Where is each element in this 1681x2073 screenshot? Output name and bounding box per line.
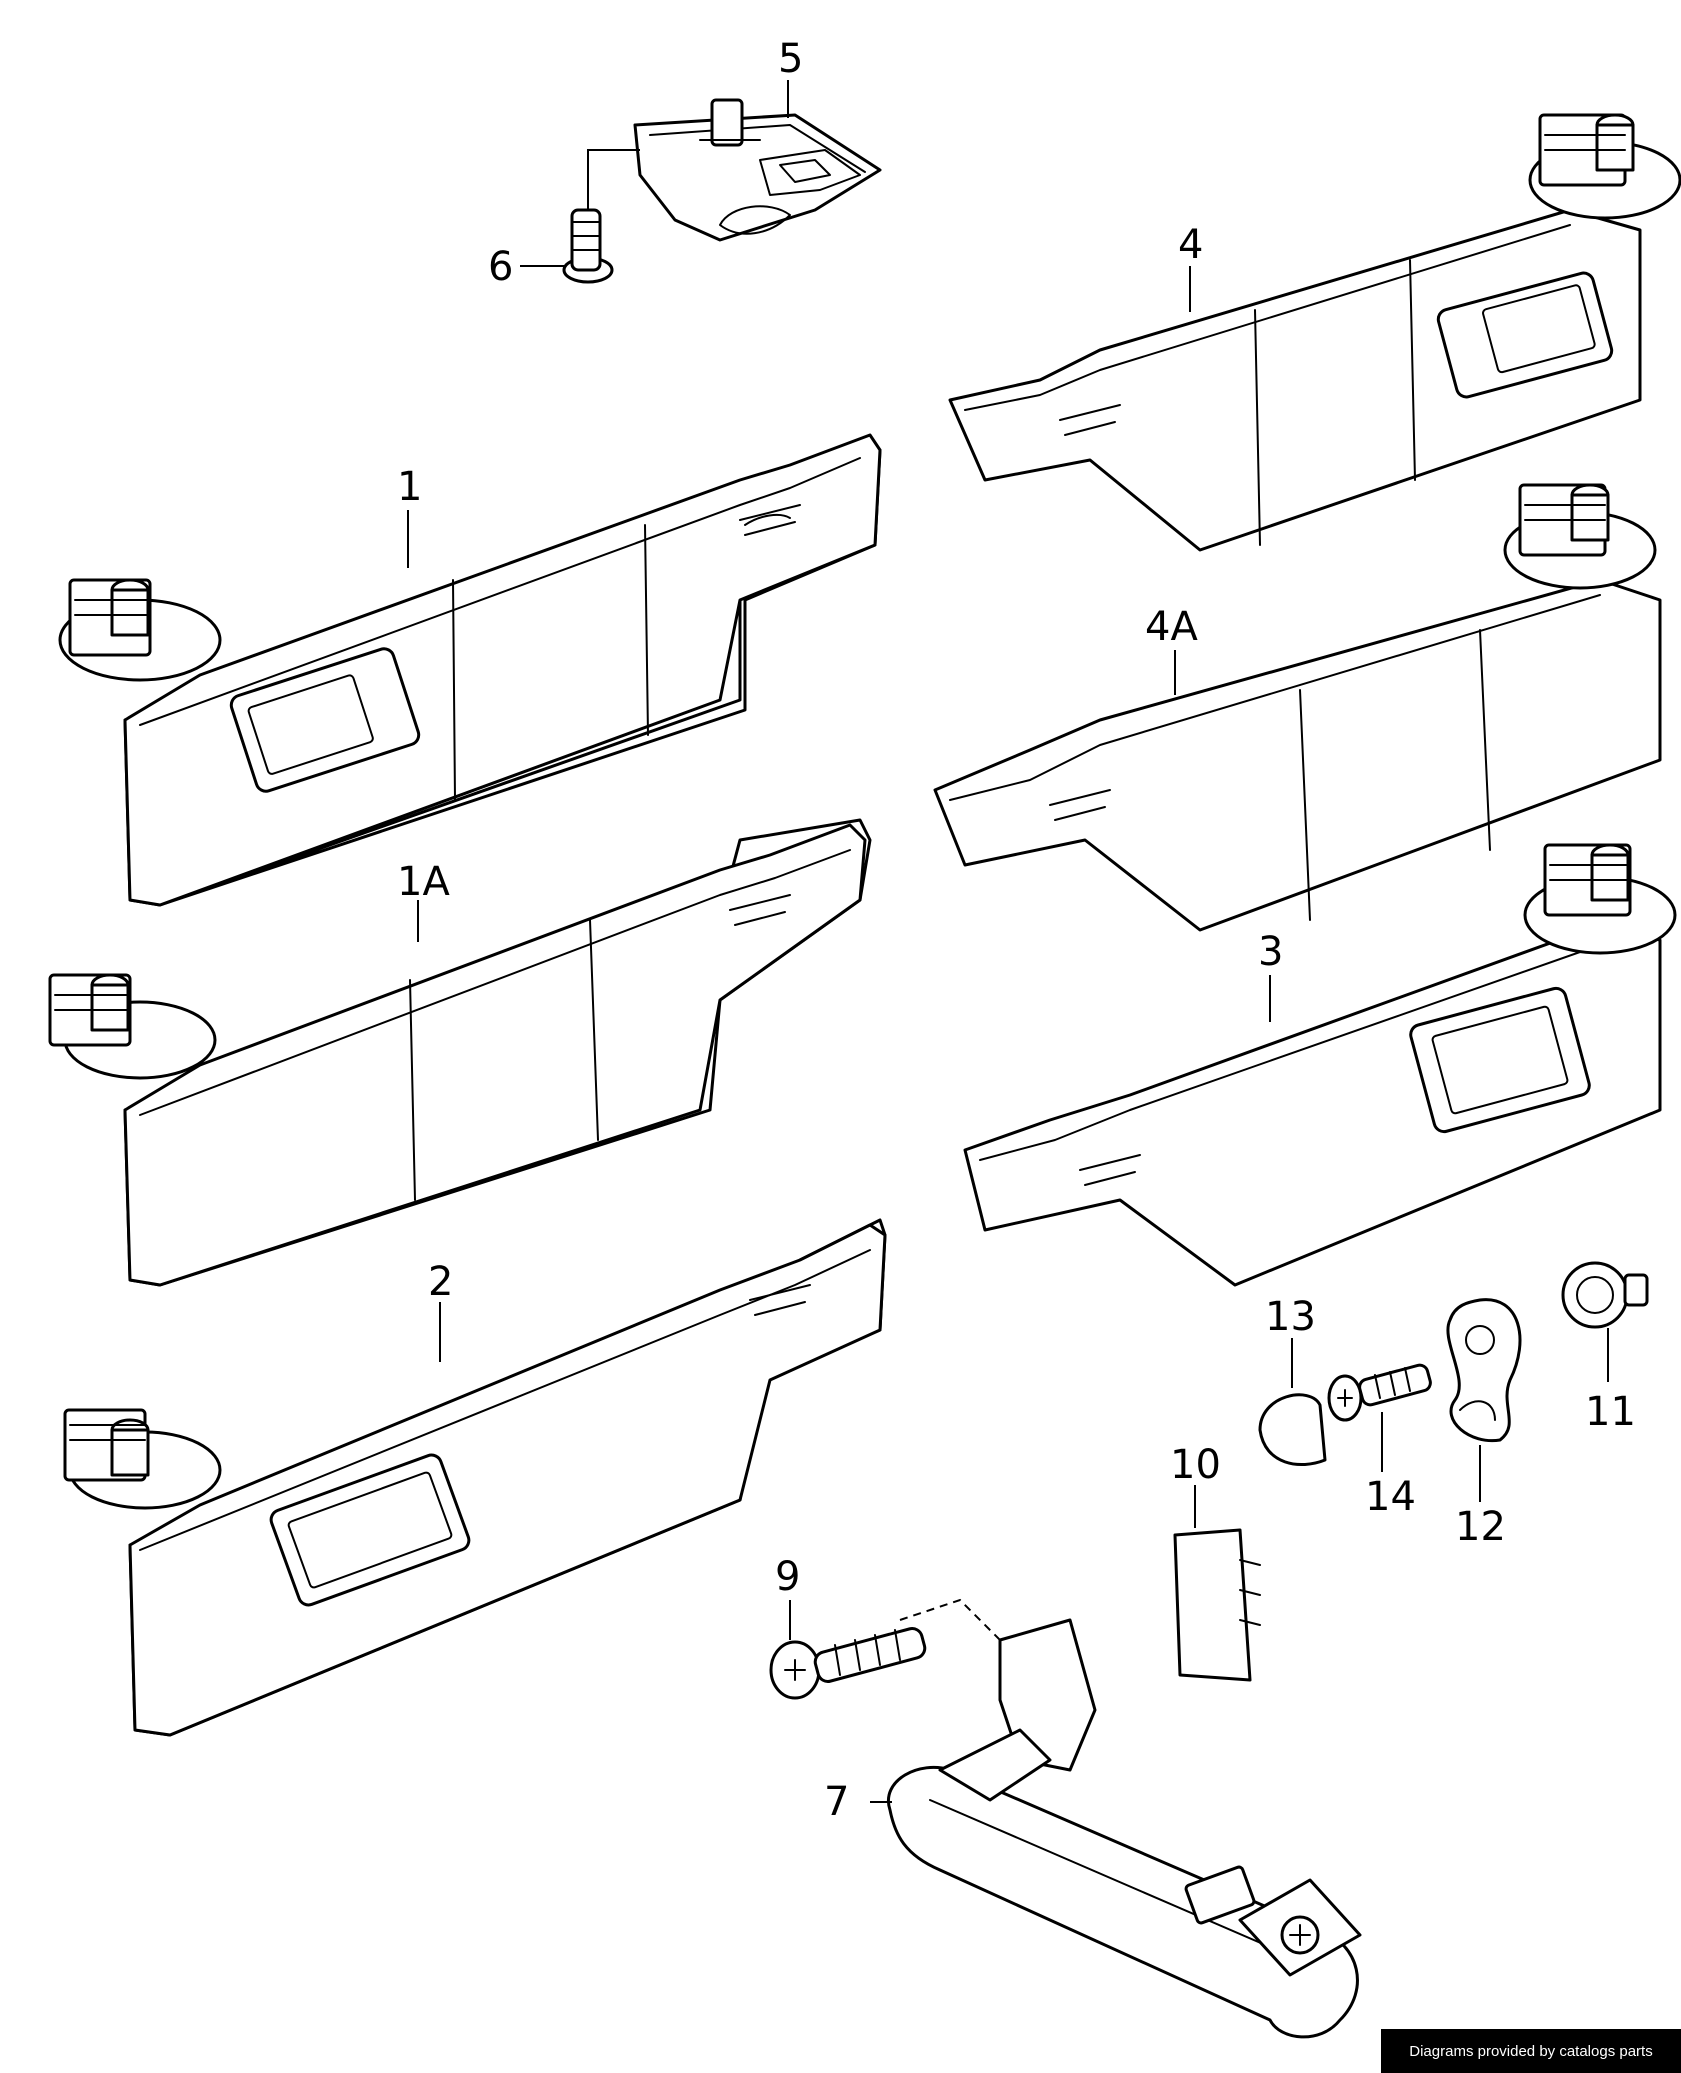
part-1A-sun-visor	[123, 818, 872, 1287]
callout-1: 1	[397, 464, 422, 510]
callout-11: 11	[1585, 1389, 1636, 1435]
callout-1A: 1A	[397, 859, 450, 905]
part-4-sun-visor	[948, 208, 1642, 552]
callout-13: 13	[1265, 1294, 1316, 1340]
part-1-mount-clip	[58, 578, 222, 682]
part-9-screw	[769, 1627, 927, 1700]
credit-banner: Diagrams provided by catalogs parts	[1381, 2029, 1681, 2073]
part-6-screw	[562, 208, 614, 284]
callout-4A: 4A	[1145, 604, 1198, 650]
callout-7: 7	[824, 1779, 849, 1825]
part-4A-sun-visor	[933, 578, 1662, 932]
part-13-cap	[1258, 1393, 1327, 1467]
part-5-hook-housing	[633, 98, 882, 242]
leader-5-to-6	[587, 149, 640, 210]
part-10-cap	[1173, 1528, 1261, 1682]
part-2-sun-visor	[128, 1218, 887, 1737]
callout-3: 3	[1258, 929, 1283, 975]
callout-10: 10	[1170, 1442, 1221, 1488]
part-11-knob	[1561, 1261, 1649, 1329]
part-12-hook	[1446, 1298, 1522, 1443]
part-2-mount-clip	[63, 1408, 222, 1510]
callout-6: 6	[488, 244, 513, 290]
part-3-sun-visor	[963, 923, 1662, 1287]
callout-14: 14	[1365, 1474, 1416, 1520]
callout-9: 9	[775, 1554, 800, 1600]
part-1-sun-visor	[123, 433, 882, 907]
callout-2: 2	[428, 1259, 453, 1305]
leader-9-to-7	[899, 1598, 1001, 1641]
part-4A-mount-clip	[1503, 483, 1657, 590]
part-4-mount-clip	[1528, 113, 1681, 220]
part-1A-mount-clip	[48, 973, 217, 1080]
callout-4: 4	[1178, 222, 1203, 268]
part-3-mount-clip	[1523, 843, 1677, 955]
callout-5: 5	[778, 36, 803, 82]
part-14-screw	[1327, 1363, 1432, 1422]
part-7-grab-handle	[886, 1618, 1362, 2039]
callout-12: 12	[1455, 1504, 1506, 1550]
